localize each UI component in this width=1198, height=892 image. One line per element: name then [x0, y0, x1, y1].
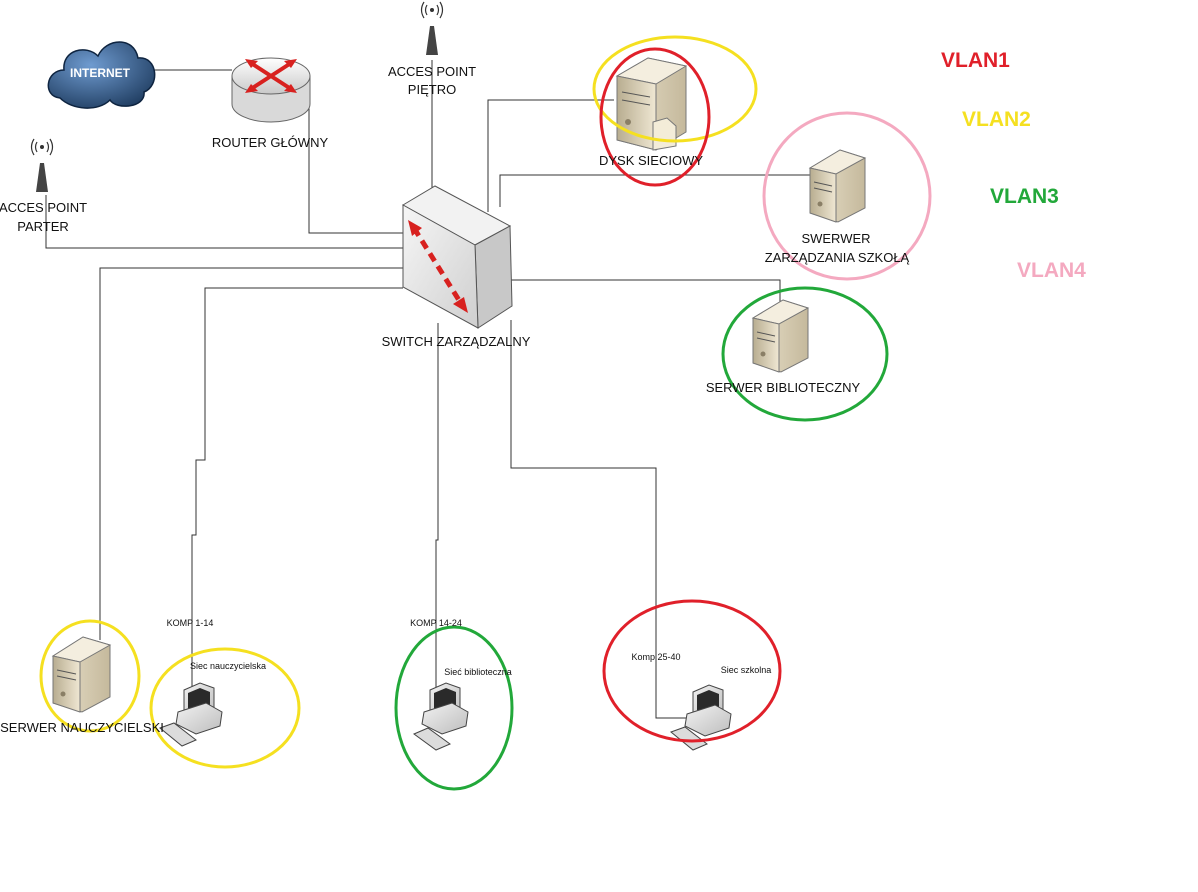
school-net-label: Siec szkolna	[720, 665, 772, 675]
pc-komp-1-14-icon	[158, 682, 223, 747]
teacher-server-label: SERWER NAUCZYCIELSKI	[0, 720, 164, 735]
mgmt-server-label-line1: SWERWER	[801, 231, 871, 246]
link-router-switch	[308, 100, 403, 234]
link-mgmt-switch	[499, 174, 810, 207]
vlan3-ellipse-library-net	[394, 625, 514, 791]
network-disk-server-icon	[615, 57, 688, 151]
vlan3-ellipse-library-server	[721, 286, 889, 422]
pc-komp-25-40-icon	[669, 684, 732, 751]
switch-label: SWITCH ZARZĄDZALNY	[381, 334, 531, 349]
link-komp25-switch	[510, 320, 690, 719]
ap-floor-label-line1: ACCES POINT	[387, 64, 477, 79]
access-point-floor-icon	[420, 1, 444, 55]
vlan2-ellipse-network-disk	[592, 35, 758, 143]
vlan2-ellipse-teacher-net	[149, 647, 301, 769]
router-icon	[231, 57, 311, 123]
ap-ground-label-line2: PARTER	[17, 219, 69, 234]
library-net-label: Sieć biblioteczna	[444, 667, 512, 677]
komp-14-24-label: KOMP 14-24	[410, 618, 462, 628]
link-komp14-switch	[435, 323, 439, 690]
ap-ground-label-line1: ACCES POINT	[0, 200, 88, 215]
legend-vlan2: VLAN2	[962, 108, 1031, 131]
vlan1-ellipse-school-net	[602, 599, 782, 743]
vlan2-ellipse-teacher-server	[39, 619, 141, 733]
library-server-icon	[751, 299, 810, 373]
ap-floor-label-line2: PIĘTRO	[407, 82, 457, 97]
komp-1-14-label: KOMP 1-14	[166, 618, 214, 628]
school-management-server-icon	[808, 149, 867, 223]
access-point-ground-icon	[30, 138, 54, 192]
library-server-label: SERWER BIBLIOTECZNY	[705, 380, 861, 395]
legend-vlan1: VLAN1	[941, 49, 1010, 72]
legend-vlan3: VLAN3	[990, 185, 1059, 208]
vlan1-ellipse-network-disk	[599, 47, 711, 187]
link-teacherserver-switch	[99, 267, 403, 640]
legend-vlan4: VLAN4	[1017, 259, 1086, 282]
network-disk-label: DYSK SIECIOWY	[598, 153, 704, 168]
link-apground-switch	[45, 195, 403, 249]
mgmt-server-label-line2: ZARZĄDZANIA SZKOŁĄ	[764, 250, 910, 265]
teacher-server-icon	[51, 636, 112, 713]
vlan4-ellipse-mgmt-server	[762, 111, 932, 281]
link-disk-switch	[487, 99, 614, 212]
link-komp1-switch	[191, 287, 403, 690]
vlan-ellipses	[39, 35, 932, 791]
teacher-net-label: Siec nauczycielska	[189, 661, 267, 671]
internet-label: INTERNET	[70, 66, 130, 80]
pc-komp-14-24-icon	[412, 682, 469, 751]
switch-icon	[401, 185, 513, 329]
internet-cloud-icon	[47, 41, 156, 109]
connection-lines	[45, 60, 810, 719]
router-label: ROUTER GŁÓWNY	[211, 135, 329, 150]
komp-25-40-label: Komp 25-40	[631, 652, 681, 662]
